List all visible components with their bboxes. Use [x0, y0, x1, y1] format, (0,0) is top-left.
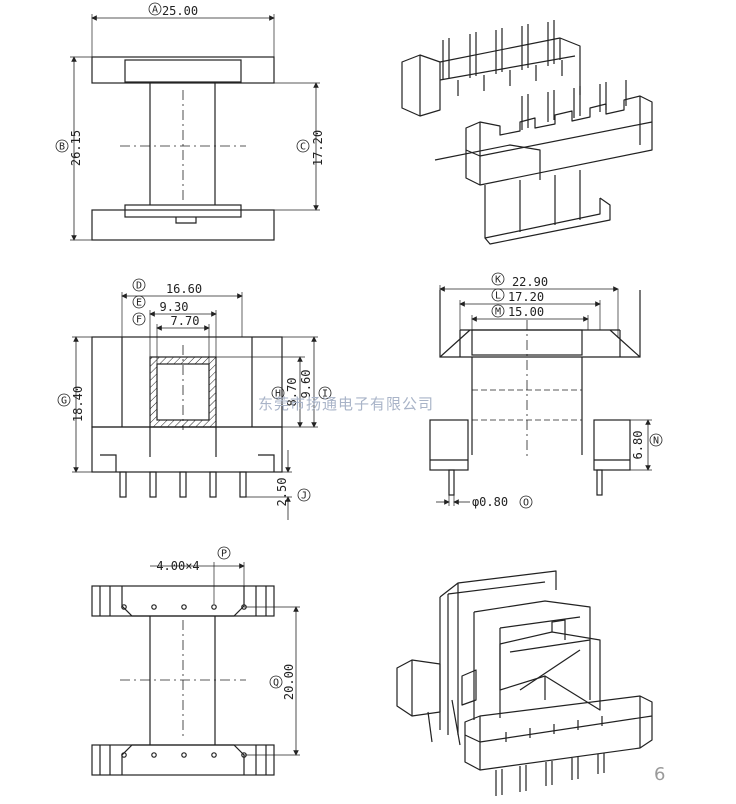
- dim-C-letter: C: [300, 142, 306, 153]
- dim-J-letter: J: [301, 491, 307, 502]
- top-view: [70, 14, 320, 241]
- company-watermark: 东莞市扬通电子有限公司: [258, 395, 434, 413]
- dim-O-value: φ0.80: [472, 495, 508, 509]
- dim-I-value: 9.60: [299, 370, 313, 399]
- side-view: [429, 285, 652, 506]
- dim-O-letter: O: [523, 498, 529, 509]
- dim-E-letter: E: [136, 298, 142, 309]
- dim-L: L 17.20: [491, 288, 544, 304]
- dim-F-value: 7.70: [171, 314, 200, 328]
- dim-A: A 25.00: [148, 2, 198, 18]
- dim-J-value: 2.50: [275, 478, 289, 507]
- dim-Q-letter: Q: [273, 678, 279, 689]
- dim-L-letter: L: [495, 291, 501, 302]
- isometric-view-top: [401, 20, 653, 245]
- dim-C: C 17.20: [296, 130, 325, 166]
- dim-K: K 22.90: [491, 272, 548, 289]
- dim-G: G 18.40: [57, 386, 85, 422]
- dim-J: J 2.50: [275, 478, 311, 507]
- dim-E: E 9.30: [132, 295, 189, 314]
- dim-I-letter: I: [322, 389, 328, 400]
- dim-P-value: 4.00×4: [156, 559, 199, 573]
- dim-A-letter: A: [152, 5, 158, 16]
- dim-H-letter: H: [275, 389, 281, 400]
- dim-D-value: 16.60: [166, 282, 202, 296]
- dim-M-value: 15.00: [508, 305, 544, 319]
- dim-C-value: 17.20: [311, 130, 325, 166]
- dim-M-letter: M: [495, 307, 501, 318]
- page-number: 6: [654, 764, 665, 785]
- dim-E-value: 9.30: [160, 300, 189, 314]
- dim-D-letter: D: [136, 281, 142, 292]
- dim-K-value: 22.90: [512, 275, 548, 289]
- dim-M: M 15.00: [491, 304, 544, 319]
- dim-B: B 26.15: [55, 130, 83, 166]
- isometric-view-bottom: [396, 570, 653, 796]
- dim-Q: Q 20.00: [269, 664, 296, 700]
- dim-D: D 16.60: [132, 278, 202, 296]
- dim-Q-value: 20.00: [282, 664, 296, 700]
- bottom-view: [91, 562, 300, 776]
- dim-B-value: 26.15: [69, 130, 83, 166]
- dim-F: F 7.70: [132, 312, 200, 328]
- dim-B-letter: B: [59, 142, 65, 153]
- dim-F-letter: F: [136, 315, 142, 326]
- dim-N-value: 6.80: [631, 431, 645, 460]
- dim-A-value: 25.00: [162, 4, 198, 18]
- dim-O: φ0.80 O: [472, 495, 533, 509]
- dim-G-value: 18.40: [71, 386, 85, 422]
- front-view: [72, 292, 318, 520]
- dim-G-letter: G: [61, 396, 67, 407]
- dim-K-letter: K: [495, 275, 501, 286]
- dim-N-letter: N: [653, 436, 659, 447]
- dim-L-value: 17.20: [508, 290, 544, 304]
- dim-N: N 6.80: [631, 431, 663, 460]
- dim-P: 4.00×4 P: [156, 546, 231, 573]
- dim-H: H 8.70: [271, 378, 299, 407]
- dim-I: I 9.60: [299, 370, 332, 400]
- dim-P-letter: P: [221, 549, 227, 560]
- dim-H-value: 8.70: [285, 378, 299, 407]
